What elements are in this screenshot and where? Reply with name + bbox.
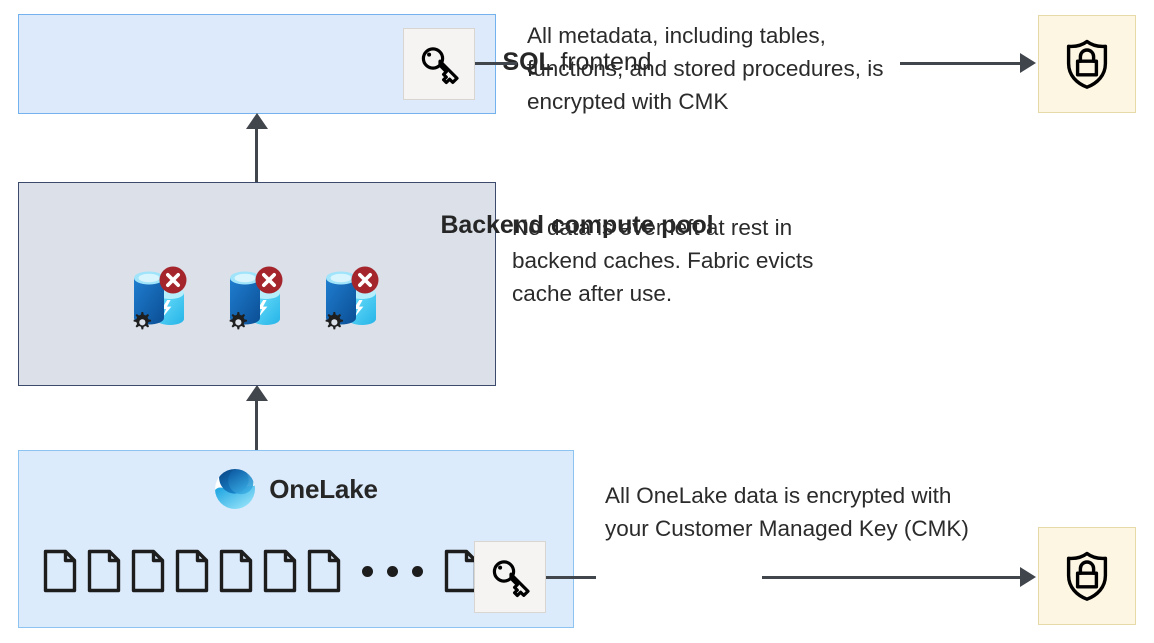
backend-compute-pool-label: Backend compute pool [440, 211, 714, 239]
key-icon [421, 47, 459, 85]
compute-node-cache-disabled-icon [222, 262, 292, 338]
key-vault-bottom-box [1038, 527, 1136, 625]
shield-lock-icon [1066, 39, 1108, 89]
cache-eviction-note: No data is ever left at rest in backend … [512, 215, 814, 306]
file-icon [175, 549, 209, 593]
compute-node-cache-disabled-icon [318, 262, 388, 338]
onelake-key-to-note-line [546, 576, 596, 579]
onelake-brand: OneLake [18, 468, 574, 510]
onelake-to-backend-arrowhead [246, 385, 268, 401]
onelake-to-backend-line [255, 400, 258, 452]
onelake-note-to-vault-arrowhead [1020, 567, 1036, 587]
onelake-encryption-note: All OneLake data is encrypted with your … [605, 483, 969, 541]
key-vault-top-box [1038, 15, 1136, 113]
key-icon [492, 560, 530, 598]
onelake-logo-icon [215, 469, 256, 509]
ellipsis-dot [362, 565, 373, 577]
onelake-label: OneLake [269, 473, 378, 504]
file-icon [131, 549, 165, 593]
file-icon [87, 549, 121, 593]
backend-to-sql-arrowhead [246, 113, 268, 129]
shield-lock-icon [1066, 551, 1108, 601]
sql-frontend-label-rest: frontend [553, 48, 652, 76]
onelake-key-tile [474, 541, 546, 613]
file-icon [43, 549, 77, 593]
compute-node-cache-disabled-icon [126, 262, 196, 338]
onelake-note-to-vault-line [762, 576, 1022, 579]
file-ellipsis [362, 565, 423, 577]
ellipsis-dot [412, 565, 423, 577]
metadata-note-to-vault-line [900, 62, 1022, 65]
backend-to-sql-line [255, 128, 258, 184]
onelake-file-row [42, 548, 479, 594]
compute-node-row [18, 262, 496, 338]
ellipsis-dot [387, 565, 398, 577]
metadata-encryption-note: All metadata, including tables, function… [527, 23, 884, 114]
file-icon [219, 549, 253, 593]
sql-frontend-key-tile [403, 28, 475, 100]
file-icon [263, 549, 297, 593]
metadata-note-to-vault-arrowhead [1020, 53, 1036, 73]
sql-key-to-note-line [475, 62, 517, 65]
sql-frontend-label: SQL frontend [0, 47, 1154, 77]
file-icon [307, 549, 341, 593]
